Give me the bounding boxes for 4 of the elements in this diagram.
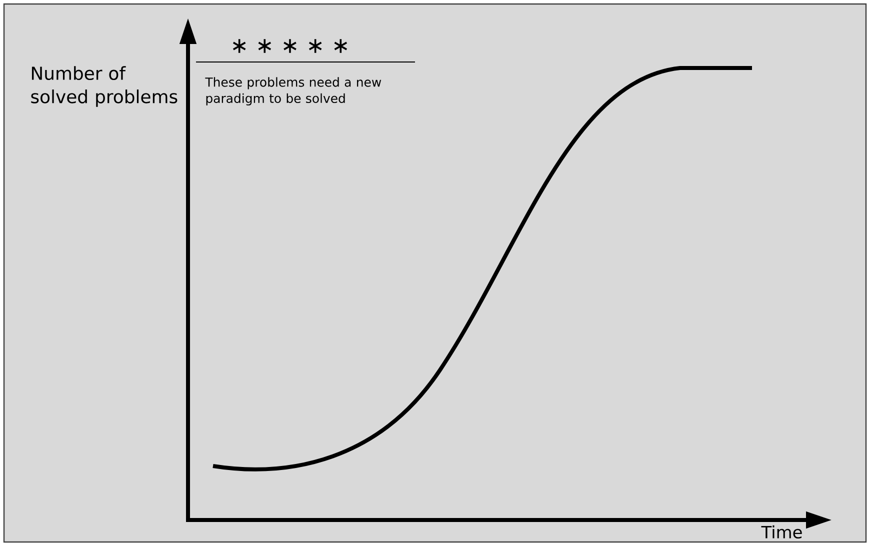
axis-label: Time (761, 525, 802, 539)
axis-label: Number of solved problems (31, 66, 178, 107)
note-text: These problems need a new paradigm to be solved (205, 77, 382, 106)
asterisk-row: ∗ ∗ ∗ ∗ ∗ (232, 39, 348, 53)
